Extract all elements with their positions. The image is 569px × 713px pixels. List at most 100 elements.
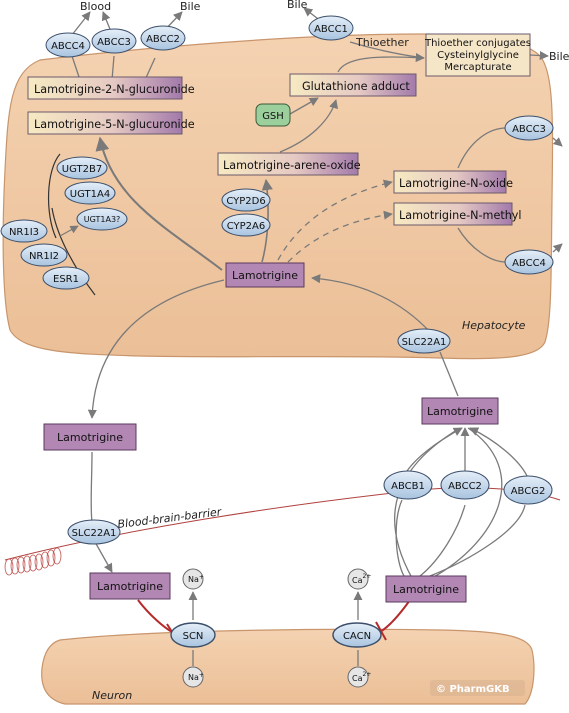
gene-cyp2d6: CYP2D6 bbox=[221, 188, 271, 212]
abcc3-top-label: ABCC3 bbox=[97, 37, 131, 48]
bile-label-abcc1: Bile bbox=[287, 0, 308, 11]
gene-scn: SCN bbox=[170, 622, 216, 648]
bile-label-top: Bile bbox=[180, 0, 201, 13]
esr1-label: ESR1 bbox=[53, 274, 79, 285]
lamotrigine-box-brain-right: Lamotrigine bbox=[385, 575, 467, 603]
copyright-text: © PharmGKB bbox=[436, 684, 510, 695]
ca-in-symbol: Ca bbox=[352, 674, 363, 683]
inhibition-lines bbox=[137, 599, 411, 641]
lamotrigine-label-hepatocyte: Lamotrigine bbox=[232, 269, 298, 282]
thioether-conj-line-1: Thioether conjugates bbox=[424, 38, 531, 49]
na-out-symbol: Na bbox=[188, 575, 199, 584]
lamotrigine-label-brain-left: Lamotrigine bbox=[97, 580, 163, 593]
glutathione-adduct-label: Glutathione adduct bbox=[302, 80, 410, 93]
copyright-badge: © PharmGKB bbox=[430, 680, 525, 696]
arene-oxide-label: Lamotrigine-arene-oxide bbox=[223, 159, 361, 172]
cacn-label: CACN bbox=[343, 631, 371, 642]
na-in-charge: + bbox=[199, 672, 204, 679]
bbb-membrane-coil bbox=[4, 547, 62, 576]
n-oxide-box: Lamotrigine-N-oxide bbox=[393, 170, 513, 194]
connectors bbox=[67, 7, 563, 666]
thioether-conjugates-box: Thioether conjugates Cysteinylglycine Me… bbox=[424, 33, 531, 77]
gene-slc22a1-bbb: SLC22A1 bbox=[67, 519, 121, 545]
ugt1a4-label: UGT1A4 bbox=[70, 189, 110, 200]
abcc3-right-label: ABCC3 bbox=[512, 124, 546, 135]
svg-text:Ca2+: Ca2+ bbox=[352, 671, 371, 683]
neuron-label: Neuron bbox=[92, 689, 132, 702]
calcium-ion-out: Ca2+ bbox=[347, 568, 371, 590]
na-in-symbol: Na bbox=[188, 673, 199, 682]
slc22a1-bbb-label: SLC22A1 bbox=[72, 528, 117, 539]
ugt1a3-label: UGT1A3? bbox=[84, 215, 121, 224]
lamotrigine-label-brain-right: Lamotrigine bbox=[393, 583, 459, 596]
gene-abcc3-top: ABCC3 bbox=[91, 28, 137, 54]
lamotrigine-box-blood-left: Lamotrigine bbox=[43, 423, 137, 451]
abcg2-label: ABCG2 bbox=[511, 486, 546, 497]
gene-slc22a1-hepatocyte: SLC22A1 bbox=[397, 328, 451, 354]
lamotrigine-box-brain-left: Lamotrigine bbox=[89, 572, 171, 600]
bbb-label: Blood-brain-barrier bbox=[117, 505, 224, 531]
gene-ugt1a4: UGT1A4 bbox=[64, 181, 116, 205]
svg-text:Ca2+: Ca2+ bbox=[352, 573, 371, 585]
gene-abcc2-top: ABCC2 bbox=[140, 25, 186, 51]
glutathione-adduct-box: Glutathione adduct bbox=[289, 73, 417, 97]
nr1i2-label: NR1I2 bbox=[29, 251, 59, 262]
lamotrigine-box-blood-right: Lamotrigine bbox=[421, 397, 499, 425]
lamotrigine-label-blood-right: Lamotrigine bbox=[427, 405, 493, 418]
regulator-brackets bbox=[48, 153, 96, 296]
thioether-conj-line-3: Mercapturate bbox=[444, 62, 511, 73]
gene-ugt1a3: UGT1A3? bbox=[76, 207, 128, 231]
dashed-connectors bbox=[277, 179, 393, 263]
gene-nr1i2: NR1I2 bbox=[20, 243, 68, 267]
gene-abcg2: ABCG2 bbox=[503, 475, 553, 505]
gene-abcc1: ABCC1 bbox=[308, 15, 354, 41]
lamotrigine-label-blood-left: Lamotrigine bbox=[57, 431, 123, 444]
gene-cacn: CACN bbox=[332, 622, 382, 648]
abcc2-top-label: ABCC2 bbox=[146, 34, 180, 45]
gsh-node: GSH bbox=[255, 103, 291, 127]
n-methyl-box: Lamotrigine-N-methyl bbox=[393, 202, 522, 226]
gene-abcb1: ABCB1 bbox=[383, 470, 433, 500]
ca-out-symbol: Ca bbox=[352, 576, 363, 585]
gene-abcc3-right: ABCC3 bbox=[504, 115, 554, 141]
abcb1-label: ABCB1 bbox=[391, 481, 425, 492]
glucuronide-2-box: Lamotrigine-2-N-glucuronide bbox=[27, 76, 195, 100]
abcc4-top-label: ABCC4 bbox=[51, 41, 85, 52]
gene-abcc2-bbb: ABCC2 bbox=[440, 470, 490, 500]
scn-label: SCN bbox=[183, 631, 204, 642]
gene-cyp2a6: CYP2A6 bbox=[221, 213, 271, 237]
gsh-label: GSH bbox=[262, 111, 284, 122]
glucuronide-5-label: Lamotrigine-5-N-glucuronide bbox=[34, 118, 195, 131]
gene-nr1i3: NR1I3 bbox=[0, 219, 48, 243]
gene-esr1: ESR1 bbox=[42, 266, 90, 290]
n-methyl-label: Lamotrigine-N-methyl bbox=[399, 209, 522, 222]
na-out-charge: + bbox=[199, 574, 204, 581]
abcc1-label: ABCC1 bbox=[314, 24, 348, 35]
thioether-conj-line-2: Cysteinylglycine bbox=[437, 50, 519, 61]
ca-out-charge: 2+ bbox=[363, 573, 372, 580]
ugt2b7-label: UGT2B7 bbox=[62, 164, 102, 175]
sodium-ion-in: Na+ bbox=[182, 666, 204, 688]
abcc4-right-label: ABCC4 bbox=[512, 258, 546, 269]
calcium-ion-in: Ca2+ bbox=[347, 666, 371, 688]
nr1i3-label: NR1I3 bbox=[9, 227, 39, 238]
lamotrigine-box-hepatocyte: Lamotrigine bbox=[225, 262, 305, 288]
ca-in-charge: 2+ bbox=[363, 671, 372, 678]
blood-label: Blood bbox=[80, 0, 111, 13]
thioether-label: Thioether bbox=[355, 36, 409, 49]
abcc2-bbb-label: ABCC2 bbox=[448, 481, 482, 492]
cyp2d6-label: CYP2D6 bbox=[226, 196, 265, 207]
slc22a1-hepatocyte-label: SLC22A1 bbox=[402, 337, 447, 348]
hepatocyte-label: Hepatocyte bbox=[462, 319, 526, 332]
gene-abcc4-top: ABCC4 bbox=[45, 32, 91, 58]
n-oxide-label: Lamotrigine-N-oxide bbox=[399, 177, 513, 190]
bile-label-thioether: Bile bbox=[549, 50, 569, 63]
glucuronide-5-box: Lamotrigine-5-N-glucuronide bbox=[27, 111, 195, 135]
gene-abcc4-right: ABCC4 bbox=[504, 249, 554, 275]
glucuronide-2-label: Lamotrigine-2-N-glucuronide bbox=[34, 83, 195, 96]
gene-ugt2b7: UGT2B7 bbox=[56, 156, 108, 180]
sodium-ion-out: Na+ bbox=[182, 568, 204, 590]
svg-text:Na+: Na+ bbox=[188, 574, 204, 584]
